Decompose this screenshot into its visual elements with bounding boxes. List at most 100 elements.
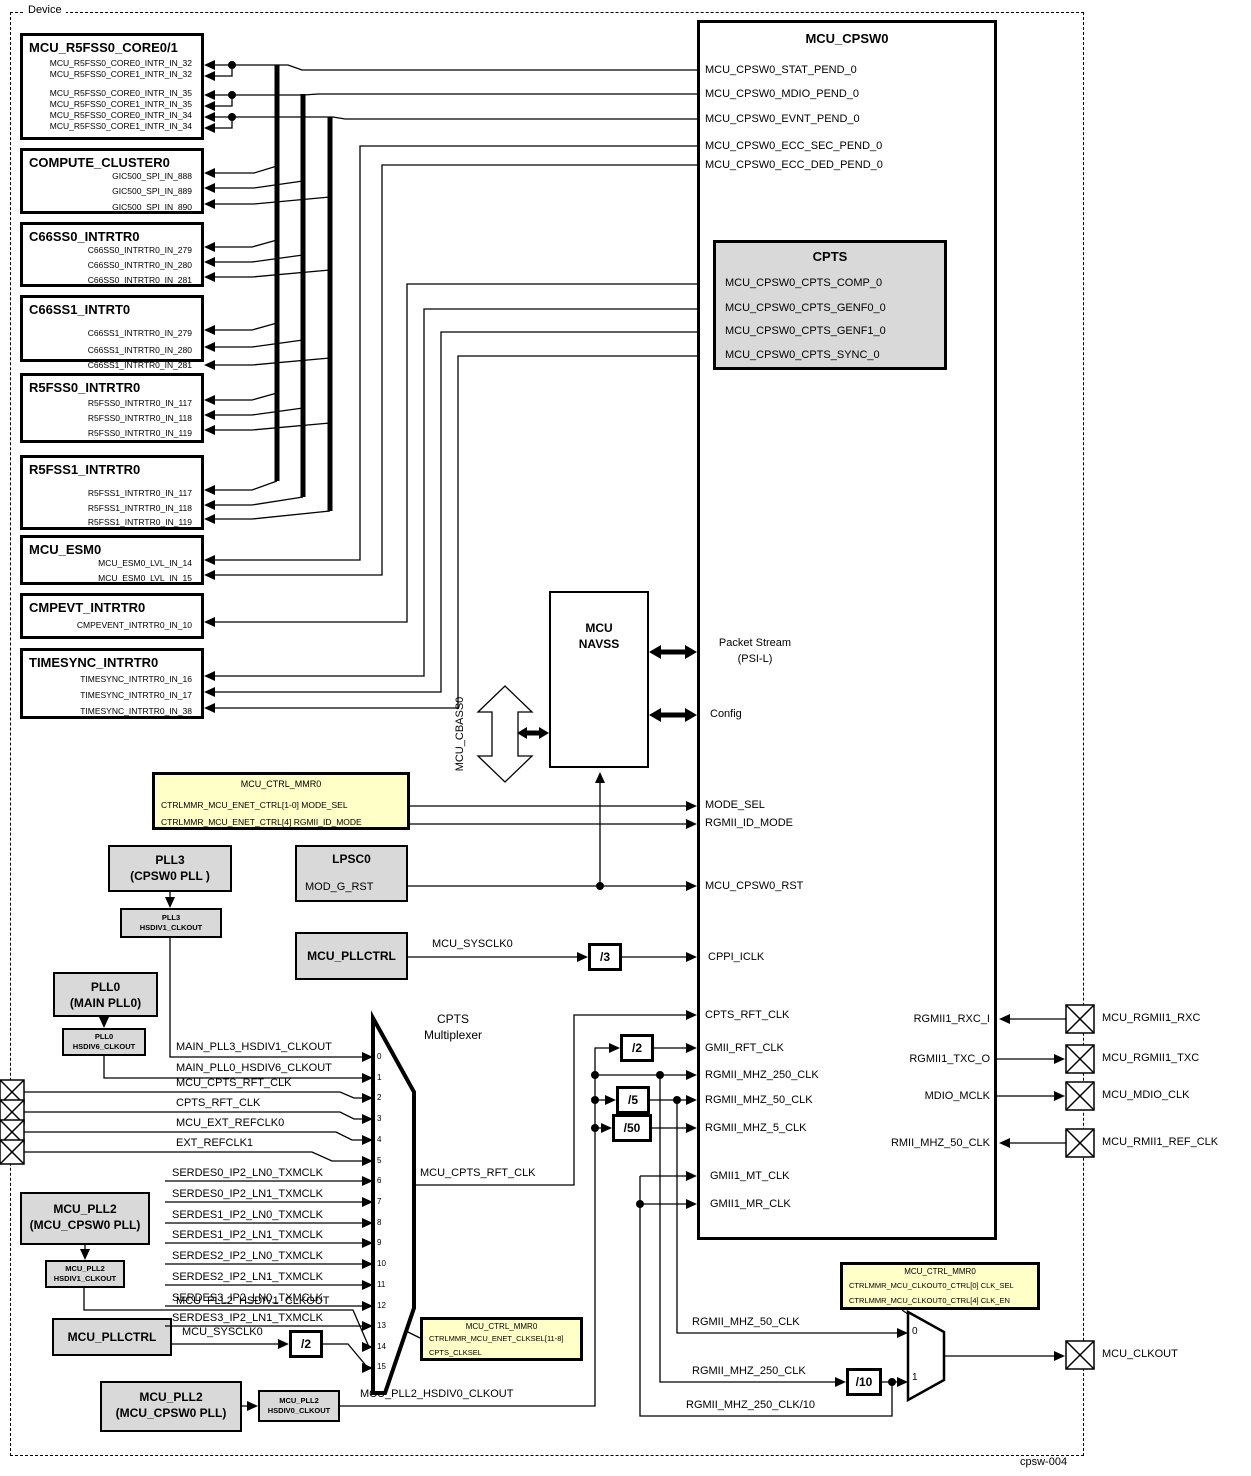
mmr-title: MCU_CTRL_MMR0 bbox=[240, 779, 322, 789]
port-ecc-sec-pend: MCU_CPSW0_ECC_SEC_PEND_0 bbox=[705, 140, 883, 152]
block-title: MCU_PLL2 bbox=[279, 1396, 319, 1405]
signal-label: MCU_R5FSS0_CORE0_INTR_IN_35 bbox=[49, 88, 192, 98]
wire-serdes2-ln0: SERDES2_IP2_LN0_TXMCLK bbox=[172, 1250, 324, 1262]
mux-label-line1: CPTS bbox=[436, 1012, 469, 1026]
block-mcu-esm0: MCU_ESM0 MCU_ESM0_LVL_IN_14 MCU_ESM0_LVL… bbox=[20, 535, 204, 585]
block-title: MCU_PLL2 bbox=[139, 1390, 203, 1404]
wire-mcu-cpts-rft: MCU_CPTS_RFT_CLK bbox=[176, 1077, 292, 1089]
clkout-mux-input-0: 0 bbox=[912, 1326, 918, 1337]
block-lpsc0: LPSC0 MOD_G_RST bbox=[295, 845, 408, 902]
mmr-row: CTRLMMR_MCU_ENET_CTRL[1-0] MODE_SEL bbox=[161, 800, 348, 810]
divider-div2-gmii: /2 bbox=[620, 1034, 654, 1062]
port-rgmii-5: RGMII_MHZ_5_CLK bbox=[705, 1122, 807, 1134]
signal-label: C66SS0_INTRTR0_IN_279 bbox=[87, 245, 192, 255]
signal-label: C66SS1_INTRTR0_IN_280 bbox=[87, 345, 192, 355]
block-cmpevt-intrtr0: CMPEVT_INTRTR0 CMPEVENT_INTRTR0_IN_10 bbox=[20, 593, 204, 639]
port-gmii-rft-clk: GMII_RFT_CLK bbox=[705, 1042, 784, 1054]
signal-label: MCU_R5FSS0_CORE1_INTR_IN_35 bbox=[49, 99, 192, 109]
block-c66ss1-intrt0: C66SS1_INTRT0 C66SS1_INTRTR0_IN_279 C66S… bbox=[20, 295, 204, 370]
block-subtitle: HSDIV6_CLKOUT bbox=[72, 1042, 136, 1051]
block-title: MCU_PLLCTRL bbox=[67, 1330, 157, 1344]
port-cpts-rft-clk: CPTS_RFT_CLK bbox=[705, 1009, 790, 1021]
block-mcu-pll2-bottom: MCU_PLL2 (MCU_CPSW0 PLL) bbox=[100, 1381, 242, 1432]
block-title: C66SS1_INTRT0 bbox=[29, 302, 131, 317]
block-title: LPSC0 bbox=[332, 852, 371, 866]
port-gmii1-mt-clk: GMII1_MT_CLK bbox=[710, 1170, 790, 1182]
signal-label: GIC500_SPI_IN_889 bbox=[112, 186, 192, 196]
signal-label: MCU_R5FSS0_CORE0_INTR_IN_32 bbox=[49, 58, 192, 68]
signal-label: C66SS0_INTRTR0_IN_281 bbox=[87, 275, 192, 285]
block-title: CPTS bbox=[812, 249, 848, 264]
block-title: MCU_PLL2 bbox=[65, 1264, 105, 1273]
block-r5fss1-intrtr0: R5FSS1_INTRTR0 R5FSS1_INTRTR0_IN_117 R5F… bbox=[20, 455, 204, 530]
block-subtitle: (MCU_CPSW0 PLL) bbox=[115, 1406, 227, 1420]
device-label: Device bbox=[24, 4, 66, 16]
signal-label: MCU_CPSW0_CPTS_COMP_0 bbox=[725, 277, 883, 289]
port-stat-pend: MCU_CPSW0_STAT_PEND_0 bbox=[705, 64, 857, 76]
bus-packet-label: Packet Stream bbox=[718, 637, 792, 649]
signal-label: C66SS1_INTRTR0_IN_281 bbox=[87, 360, 192, 370]
signal-label: R5FSS0_INTRTR0_IN_118 bbox=[87, 413, 192, 423]
figure-id: cpsw-004 bbox=[1020, 1456, 1068, 1468]
block-title: MCU bbox=[585, 621, 613, 635]
block-subtitle: (CPSW0 PLL ) bbox=[130, 869, 210, 883]
port-rgmii-50: RGMII_MHZ_50_CLK bbox=[705, 1094, 813, 1106]
signal-label: MCU_ESM0_LVL_IN_14 bbox=[98, 558, 192, 568]
mux-input-number: 15 bbox=[377, 1362, 386, 1371]
signal-label: TIMESYNC_INTRTR0_IN_38 bbox=[80, 706, 192, 716]
wire-serdes3-ln1: SERDES3_IP2_LN1_TXMCLK bbox=[172, 1312, 324, 1324]
block-pll3-hsdiv1: PLL3 HSDIV1_CLKOUT bbox=[120, 908, 222, 938]
wire-rgmii-250: RGMII_MHZ_250_CLK bbox=[692, 1365, 806, 1377]
block-title: PLL0 bbox=[90, 980, 121, 994]
signal-label: MCU_CPSW0_CPTS_GENF0_0 bbox=[725, 302, 886, 314]
block-title: NAVSS bbox=[578, 637, 620, 651]
signal-label: CMPEVENT_INTRTR0_IN_10 bbox=[76, 620, 192, 630]
port-mode-sel: MODE_SEL bbox=[705, 799, 765, 811]
wire-sysclk-bottom: MCU_SYSCLK0 bbox=[182, 1326, 263, 1338]
signal-label: MCU_R5FSS0_CORE1_INTR_IN_34 bbox=[49, 121, 192, 131]
port-gmii1-mr-clk: GMII1_MR_CLK bbox=[710, 1198, 791, 1210]
mmr-clkout0: MCU_CTRL_MMR0 CTRLMMR_MCU_CLKOUT0_CTRL[0… bbox=[840, 1262, 1040, 1310]
block-mcu-pll2-hsdiv1: MCU_PLL2 HSDIV1_CLKOUT bbox=[45, 1260, 125, 1288]
wire-main-pll0: MAIN_PLL0_HSDIV6_CLKOUT bbox=[176, 1062, 332, 1074]
mux-input-number: 8 bbox=[377, 1218, 382, 1227]
block-title: PLL3 bbox=[155, 853, 185, 867]
block-title: MCU_PLLCTRL bbox=[307, 949, 396, 963]
block-title: C66SS0_INTRTR0 bbox=[29, 229, 140, 244]
wire-pll2-hsdiv0-out: MCU_PLL2_HSDIV0_CLKOUT bbox=[360, 1388, 514, 1400]
mmr-enet-ctrl: MCU_CTRL_MMR0 CTRLMMR_MCU_ENET_CTRL[1-0]… bbox=[152, 772, 410, 830]
mmr-row: CTRLMMR_MCU_CLKOUT0_CTRL[4] CLK_EN bbox=[849, 1296, 1010, 1305]
mux-input-number: 12 bbox=[377, 1301, 386, 1310]
block-title: TIMESYNC_INTRTR0 bbox=[29, 655, 159, 670]
block-title: MCU_ESM0 bbox=[29, 542, 102, 557]
port-ecc-ded-pend: MCU_CPSW0_ECC_DED_PEND_0 bbox=[705, 159, 883, 171]
port-rgmii1-txc-o: RGMII1_TXC_O bbox=[909, 1053, 990, 1065]
signal-label: R5FSS1_INTRTR0_IN_117 bbox=[87, 488, 192, 498]
block-c66ss0-intrtr0: C66SS0_INTRTR0 C66SS0_INTRTR0_IN_279 C66… bbox=[20, 222, 204, 287]
signal-label: MOD_G_RST bbox=[305, 881, 374, 893]
signal-label: R5FSS0_INTRTR0_IN_117 bbox=[87, 398, 192, 408]
port-rmii-50-clk: RMII_MHZ_50_CLK bbox=[890, 1137, 990, 1149]
block-title: R5FSS0_INTRTR0 bbox=[29, 380, 141, 395]
mmr-row: CTRLMMR_MCU_CLKOUT0_CTRL[0] CLK_SEL bbox=[849, 1281, 1014, 1290]
block-subtitle: HSDIV1_CLKOUT bbox=[53, 1274, 117, 1283]
signal-label: MCU_CPSW0_CPTS_SYNC_0 bbox=[725, 349, 880, 361]
port-evnt-pend: MCU_CPSW0_EVNT_PEND_0 bbox=[705, 113, 860, 125]
pad-label-mcu-clkout: MCU_CLKOUT bbox=[1102, 1348, 1178, 1360]
wire-sysclk-top: MCU_SYSCLK0 bbox=[432, 938, 513, 950]
signal-label: GIC500_SPI_IN_890 bbox=[112, 202, 192, 212]
block-title: CMPEVT_INTRTR0 bbox=[29, 600, 146, 615]
mux-input-number: 6 bbox=[377, 1176, 382, 1185]
bus-config-label: Config bbox=[710, 708, 742, 720]
wire-serdes2-ln1: SERDES2_IP2_LN1_TXMCLK bbox=[172, 1271, 324, 1283]
block-subtitle: (MAIN PLL0) bbox=[69, 996, 142, 1010]
signal-label: TIMESYNC_INTRTR0_IN_16 bbox=[80, 674, 192, 684]
clkout-mux-input-1: 1 bbox=[912, 1372, 918, 1383]
block-cpts: CPTS MCU_CPSW0_CPTS_COMP_0 MCU_CPSW0_CPT… bbox=[713, 240, 947, 370]
mux-input-number: 4 bbox=[377, 1135, 382, 1144]
mux-input-number: 9 bbox=[377, 1238, 382, 1247]
wire-serdes1-ln1: SERDES1_IP2_LN1_TXMCLK bbox=[172, 1229, 324, 1241]
mux-input-number: 2 bbox=[377, 1093, 382, 1102]
mmr-row: CTRLMMR_MCU_ENET_CLKSEL[11-8] bbox=[429, 1334, 564, 1343]
